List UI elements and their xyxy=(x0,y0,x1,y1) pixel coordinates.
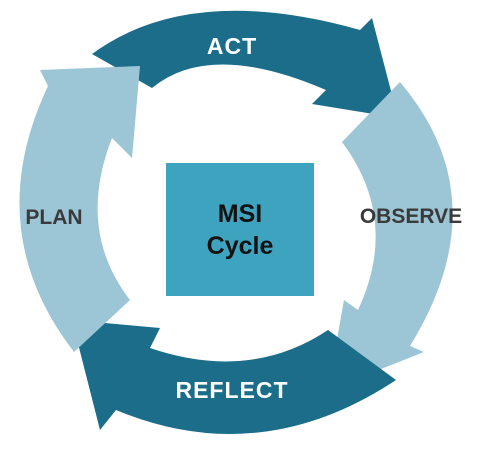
observe-arrow xyxy=(328,82,453,390)
reflect-arrow xyxy=(72,320,396,434)
plan-arrow xyxy=(19,66,140,352)
act-label: ACT xyxy=(207,33,257,59)
center-box: MSI Cycle xyxy=(166,163,314,296)
center-title-line1: MSI xyxy=(217,199,263,228)
reflect-label: REFLECT xyxy=(175,377,288,403)
observe-label: OBSERVE xyxy=(360,205,462,228)
center-title-line2: Cycle xyxy=(206,231,274,260)
plan-label: PLAN xyxy=(25,206,82,229)
act-arrow xyxy=(92,10,398,118)
